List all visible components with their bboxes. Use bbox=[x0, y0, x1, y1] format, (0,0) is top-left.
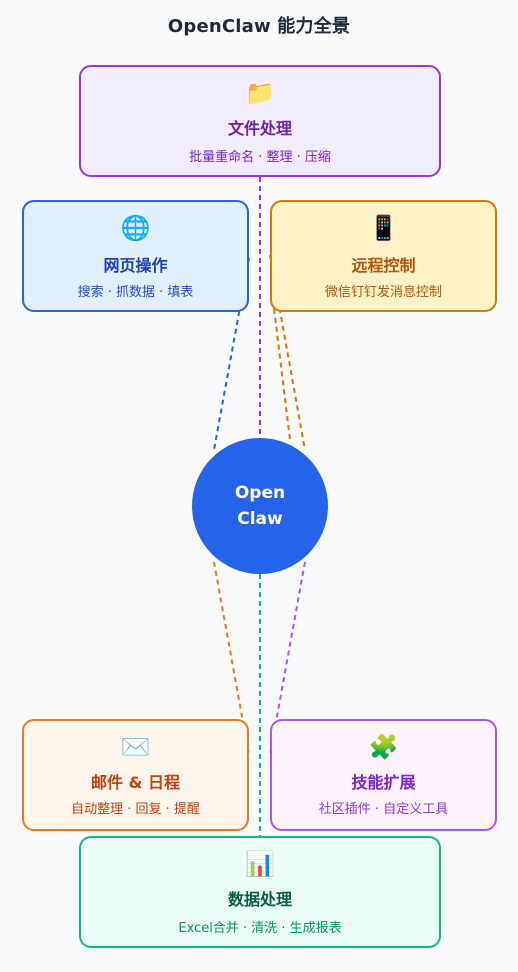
card-label: 数据处理 bbox=[227, 890, 292, 909]
card-remote-control: 📱 远程控制 微信钉钉发消息控制 bbox=[270, 200, 497, 312]
card-label: 远程控制 bbox=[351, 256, 416, 275]
card-subtitle: Excel合并 · 清洗 · 生成报表 bbox=[178, 921, 342, 936]
connector-remote-a bbox=[269, 254, 306, 451]
folder-icon: 📁 bbox=[245, 79, 275, 107]
puzzle-piece-icon: 🧩 bbox=[368, 733, 399, 761]
card-subtitle: 批量重命名 · 整理 · 压缩 bbox=[189, 150, 331, 165]
card-data-processing: 📊 数据处理 Excel合并 · 清洗 · 生成报表 bbox=[79, 836, 441, 948]
card-label: 网页操作 bbox=[103, 256, 168, 275]
card-subtitle: 微信钉钉发消息控制 bbox=[324, 285, 442, 300]
hub-line-1: Open bbox=[234, 483, 286, 503]
hub-line-2: Claw bbox=[237, 509, 283, 529]
diagram-title: OpenClaw 能力全景 bbox=[167, 16, 351, 37]
globe-icon: 🌐 bbox=[120, 214, 151, 242]
bar-chart-icon: 📊 bbox=[245, 850, 275, 878]
card-subtitle: 社区插件 · 自定义工具 bbox=[318, 802, 449, 817]
card-subtitle: 搜索 · 抓数据 · 填表 bbox=[77, 285, 194, 300]
card-subtitle: 自动整理 · 回复 · 提醒 bbox=[71, 802, 200, 817]
connector-web bbox=[213, 257, 250, 451]
card-file-processing: 📁 文件处理 批量重命名 · 整理 · 压缩 bbox=[79, 65, 441, 177]
card-skill-extension: 🧩 技能扩展 社区插件 · 自定义工具 bbox=[270, 719, 497, 831]
connector-remote-b bbox=[272, 299, 291, 441]
mobile-phone-icon: 📱 bbox=[368, 214, 399, 242]
hub-openclaw: Open Claw bbox=[192, 438, 328, 574]
card-label: 技能扩展 bbox=[351, 773, 416, 792]
card-label: 文件处理 bbox=[227, 119, 292, 138]
envelope-icon: ✉️ bbox=[120, 733, 151, 761]
card-mail-calendar: ✉️ 邮件 & 日程 自动整理 · 回复 · 提醒 bbox=[22, 719, 249, 831]
card-web-operations: 🌐 网页操作 搜索 · 抓数据 · 填表 bbox=[22, 200, 249, 312]
card-label: 邮件 & 日程 bbox=[90, 773, 181, 792]
